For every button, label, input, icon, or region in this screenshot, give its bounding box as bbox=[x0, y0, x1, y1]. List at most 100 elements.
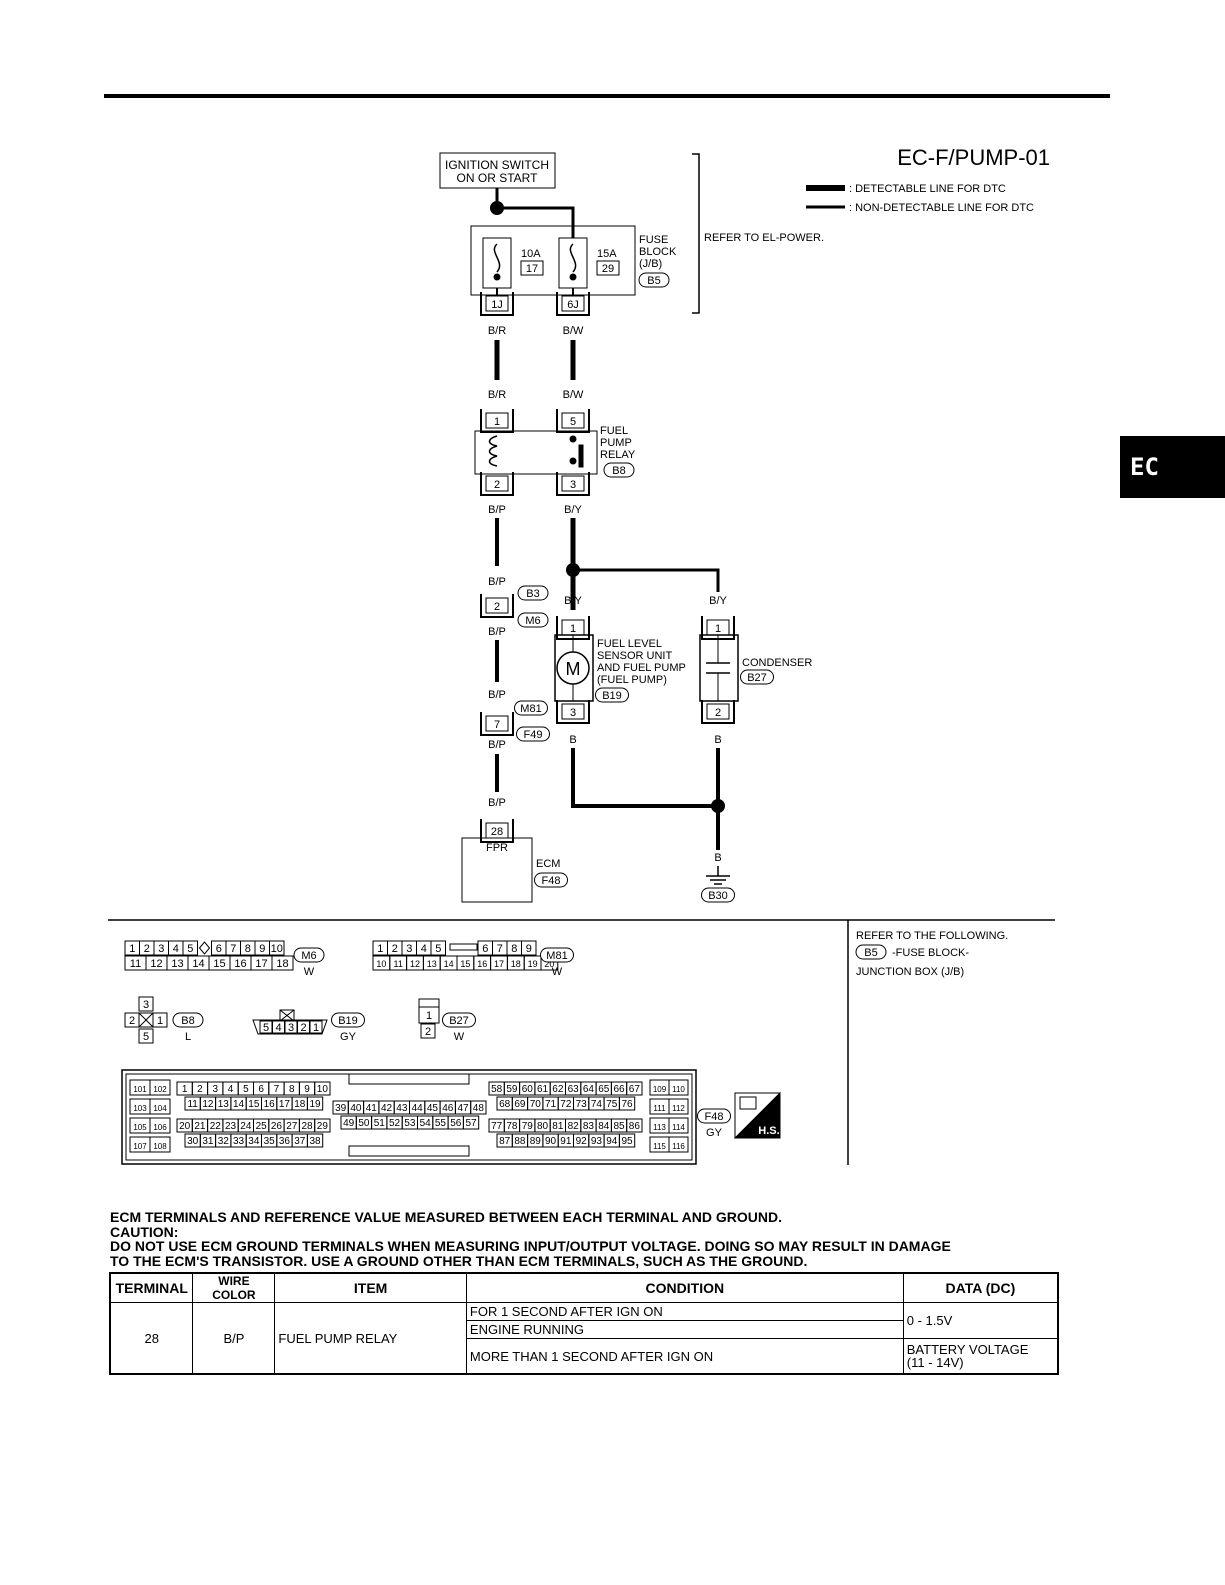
table-row: ENGINE RUNNING bbox=[110, 1320, 1058, 1339]
connector-m81-pin-number: 4 bbox=[421, 943, 427, 955]
relay-terminal-2-box bbox=[485, 475, 509, 492]
connector-f48-pin bbox=[149, 1079, 171, 1096]
condenser-connector-badge bbox=[740, 669, 774, 685]
caution-text-continued: TO THE ECM'S TRANSISTOR. USE A GROUND OT… bbox=[110, 1252, 808, 1269]
connector-f48-pin bbox=[314, 1081, 331, 1096]
refer-following-line-1: -FUSE BLOCK- bbox=[892, 947, 969, 959]
connector-f48-pin-number: 80 bbox=[537, 1121, 549, 1132]
harness-side-label: H.S. bbox=[758, 1125, 779, 1137]
connector-f48-pin-number: 66 bbox=[613, 1084, 625, 1095]
relay-terminal-1-number: 1 bbox=[494, 416, 500, 428]
joint-connector-b-id: M6 bbox=[525, 615, 540, 627]
refer-following-title: REFER TO THE FOLLOWING. bbox=[856, 930, 1008, 942]
connector-f48-lock-top bbox=[348, 1073, 470, 1085]
connector-f48-pin-number: 19 bbox=[309, 1099, 321, 1110]
connector-f48-pin-number: 106 bbox=[153, 1123, 167, 1132]
relay-terminal-5-number: 5 bbox=[570, 416, 576, 428]
connector-f48-pin-number: 61 bbox=[537, 1084, 549, 1095]
connector-f48-pin-number: 78 bbox=[506, 1121, 518, 1132]
relay-connector-id: B8 bbox=[612, 465, 625, 477]
condenser-terminal-2-housing bbox=[701, 700, 735, 724]
connector-f48-pin-number: 68 bbox=[499, 1099, 511, 1110]
connector-f48-pin-number: 23 bbox=[225, 1121, 237, 1132]
ground-connector-id: B30 bbox=[708, 890, 728, 902]
connector-f48-pin-number: 64 bbox=[583, 1084, 595, 1095]
connector-f48-pin-number: 10 bbox=[317, 1084, 329, 1095]
fuse-terminal-number: 6J bbox=[567, 299, 579, 311]
connector-f48-pin-number: 43 bbox=[396, 1103, 408, 1114]
notes-heading: ECM TERMINALS AND REFERENCE VALUE MEASUR… bbox=[110, 1209, 783, 1225]
relay-switch-contact bbox=[569, 435, 577, 443]
fuel-pump-box bbox=[554, 634, 594, 702]
connector-f48-pin-number: 69 bbox=[514, 1099, 526, 1110]
connector-b19-pin-number: 4 bbox=[275, 1022, 281, 1034]
connector-b8-badge bbox=[172, 1012, 204, 1028]
relay-terminal-5-housing bbox=[556, 409, 590, 433]
connector-f48-pin-number: 7 bbox=[274, 1084, 280, 1095]
fuse-number: 29 bbox=[602, 263, 614, 275]
connector-b27-pin bbox=[418, 1006, 440, 1024]
connector-f48-pin-number: 76 bbox=[621, 1099, 633, 1110]
fuse-number-box bbox=[596, 260, 620, 276]
joint-connector-a-id: B3 bbox=[526, 588, 539, 600]
condenser-box bbox=[699, 634, 739, 702]
section-tab[interactable]: EC bbox=[1120, 436, 1225, 498]
refer-following-connector-badge bbox=[855, 944, 887, 960]
header-condition: CONDITION bbox=[465, 1272, 904, 1303]
connector-f48-pin bbox=[306, 1133, 324, 1148]
connector-m6-pin-number: 5 bbox=[187, 943, 193, 955]
connector-f48-pin-number: 35 bbox=[264, 1136, 276, 1147]
fuel-pump-terminal-3-box bbox=[561, 703, 585, 720]
connector-m6-pin bbox=[271, 955, 294, 971]
refer-el-power: REFER TO EL-POWER. bbox=[704, 232, 824, 244]
connector-m81-badge bbox=[540, 947, 574, 963]
connector-b27-badge bbox=[442, 1012, 476, 1028]
connector-f48-pin-number: 73 bbox=[576, 1099, 588, 1110]
refer-following-line-2: JUNCTION BOX (J/B) bbox=[856, 966, 964, 978]
connector-f48-pin-number: 70 bbox=[530, 1099, 542, 1110]
connector-f48-pin-number: 115 bbox=[653, 1142, 666, 1151]
connector-b8-pin bbox=[152, 1012, 168, 1028]
connector-f48-pin bbox=[314, 1118, 331, 1133]
ecm-terminal-table: TERMINAL WIRE COLOR ITEM CONDITION DATA … bbox=[109, 1272, 1059, 1375]
wire-b-ground bbox=[571, 748, 718, 808]
connector-b19-pin-number: 2 bbox=[300, 1022, 306, 1034]
connector-f48-pin-number: 83 bbox=[583, 1121, 595, 1132]
connector-f48-pin-number: 40 bbox=[350, 1103, 362, 1114]
connector-f48-pin-number: 116 bbox=[672, 1142, 685, 1151]
fuse-block-box bbox=[470, 225, 636, 296]
relay-terminal-3-number: 3 bbox=[570, 479, 576, 491]
connector-f48-pin-number: 37 bbox=[294, 1136, 306, 1147]
fuse-rating: 15A bbox=[597, 248, 617, 260]
joint-connector-terminal-number: 2 bbox=[494, 601, 500, 613]
fuse-block-connector-id: B5 bbox=[647, 275, 660, 287]
connector-f48-pin-number: 79 bbox=[522, 1121, 534, 1132]
refer-following-connector-id: B5 bbox=[864, 947, 877, 959]
connector-f48-lock-bottom bbox=[348, 1145, 470, 1157]
condenser-terminal-2-box bbox=[706, 703, 730, 720]
joint-connector-terminal-box bbox=[485, 597, 509, 614]
connector-m6-pin-number: 6 bbox=[216, 943, 222, 955]
connector-f48-pin-number: 39 bbox=[335, 1103, 347, 1114]
connector-f48-pin-number: 38 bbox=[309, 1136, 321, 1147]
relay-terminal-1-box bbox=[485, 412, 509, 429]
connector-f48-pin bbox=[618, 1096, 636, 1111]
connector-f48-pin-number: 114 bbox=[672, 1123, 685, 1132]
connector-f48-pin-number: 84 bbox=[598, 1121, 610, 1132]
harness-side-badge bbox=[734, 1092, 781, 1139]
relay-terminal-3-housing bbox=[556, 472, 590, 496]
connector-f48-pin-number: 107 bbox=[133, 1142, 147, 1151]
connector-f48-id: F48 bbox=[705, 1111, 724, 1123]
connector-m81-pin-number: 8 bbox=[511, 943, 517, 955]
connector-m81-pin-number: 19 bbox=[528, 959, 538, 969]
wire-color-label: B/Y bbox=[709, 595, 727, 607]
connector-b27-housing bbox=[418, 998, 440, 1008]
connector-f48-pin-number: 12 bbox=[202, 1099, 214, 1110]
connector-m81-pin-number: 16 bbox=[477, 959, 487, 969]
connector-b19-color: GY bbox=[340, 1031, 357, 1043]
connector-f48-pin-number: 6 bbox=[258, 1084, 264, 1095]
wiring-diagram: EC-F/PUMP-01: DETECTABLE LINE FOR DTC: N… bbox=[104, 94, 1110, 1165]
connector-f48-housing bbox=[121, 1069, 697, 1165]
connector-m6-id: M6 bbox=[301, 950, 316, 962]
relay-terminal-2-housing bbox=[480, 472, 514, 496]
